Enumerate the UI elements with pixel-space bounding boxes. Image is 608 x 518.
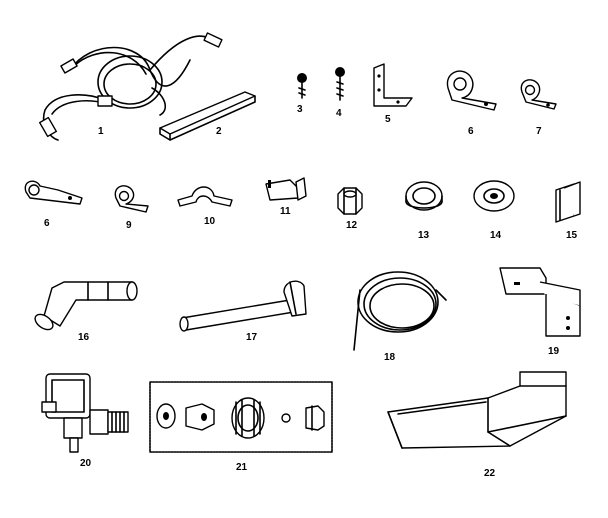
part-17-number: 17 — [246, 332, 258, 343]
part-6b-number: 6 — [44, 218, 50, 229]
part-19-number: 19 — [548, 346, 560, 357]
part-6a-number: 6 — [468, 126, 474, 137]
part-1-wire-harness — [38, 32, 223, 141]
part-18-number: 18 — [384, 352, 396, 363]
part-22-ice-bucket — [387, 371, 567, 449]
part-10-number: 10 — [204, 216, 216, 227]
part-13-ring — [405, 181, 443, 211]
part-7-clamp — [520, 79, 557, 110]
part-15-number: 15 — [566, 230, 578, 241]
part-1-number: 1 — [98, 126, 104, 137]
part-20-number: 20 — [80, 458, 92, 469]
part-4-number: 4 — [336, 108, 342, 119]
part-14-grommet — [473, 180, 515, 212]
part-6b-clip — [24, 180, 83, 205]
part-19-mounting-bracket — [499, 267, 581, 337]
part-2-channel-strip — [159, 91, 256, 141]
part-16-elbow-tube — [34, 281, 138, 331]
part-12-number: 12 — [346, 220, 358, 231]
part-11-tab-bracket — [265, 177, 307, 201]
part-3-number: 3 — [297, 104, 303, 115]
part-15-block — [555, 181, 581, 223]
part-7-number: 7 — [536, 126, 542, 137]
part-17-fill-tube — [179, 280, 307, 332]
part-21-number: 21 — [236, 462, 248, 473]
part-18-coiled-tubing — [353, 271, 447, 351]
part-12-hex-nut — [337, 187, 363, 215]
part-22-number: 22 — [484, 468, 496, 479]
part-5-bracket — [373, 63, 413, 107]
part-16-number: 16 — [78, 332, 90, 343]
part-9-number: 9 — [126, 220, 132, 231]
part-4-long-screw — [335, 67, 345, 101]
part-11-number: 11 — [280, 206, 291, 217]
part-2-number: 2 — [216, 126, 222, 137]
part-10-wire-clip — [177, 186, 233, 207]
part-6a-clamp — [446, 70, 497, 111]
part-21-fittings-kit — [149, 381, 333, 453]
part-3-screw — [297, 73, 307, 99]
part-20-water-valve — [41, 373, 129, 453]
part-9-clip — [114, 185, 149, 213]
part-5-number: 5 — [385, 114, 391, 125]
part-13-number: 13 — [418, 230, 430, 241]
part-14-number: 14 — [490, 230, 502, 241]
